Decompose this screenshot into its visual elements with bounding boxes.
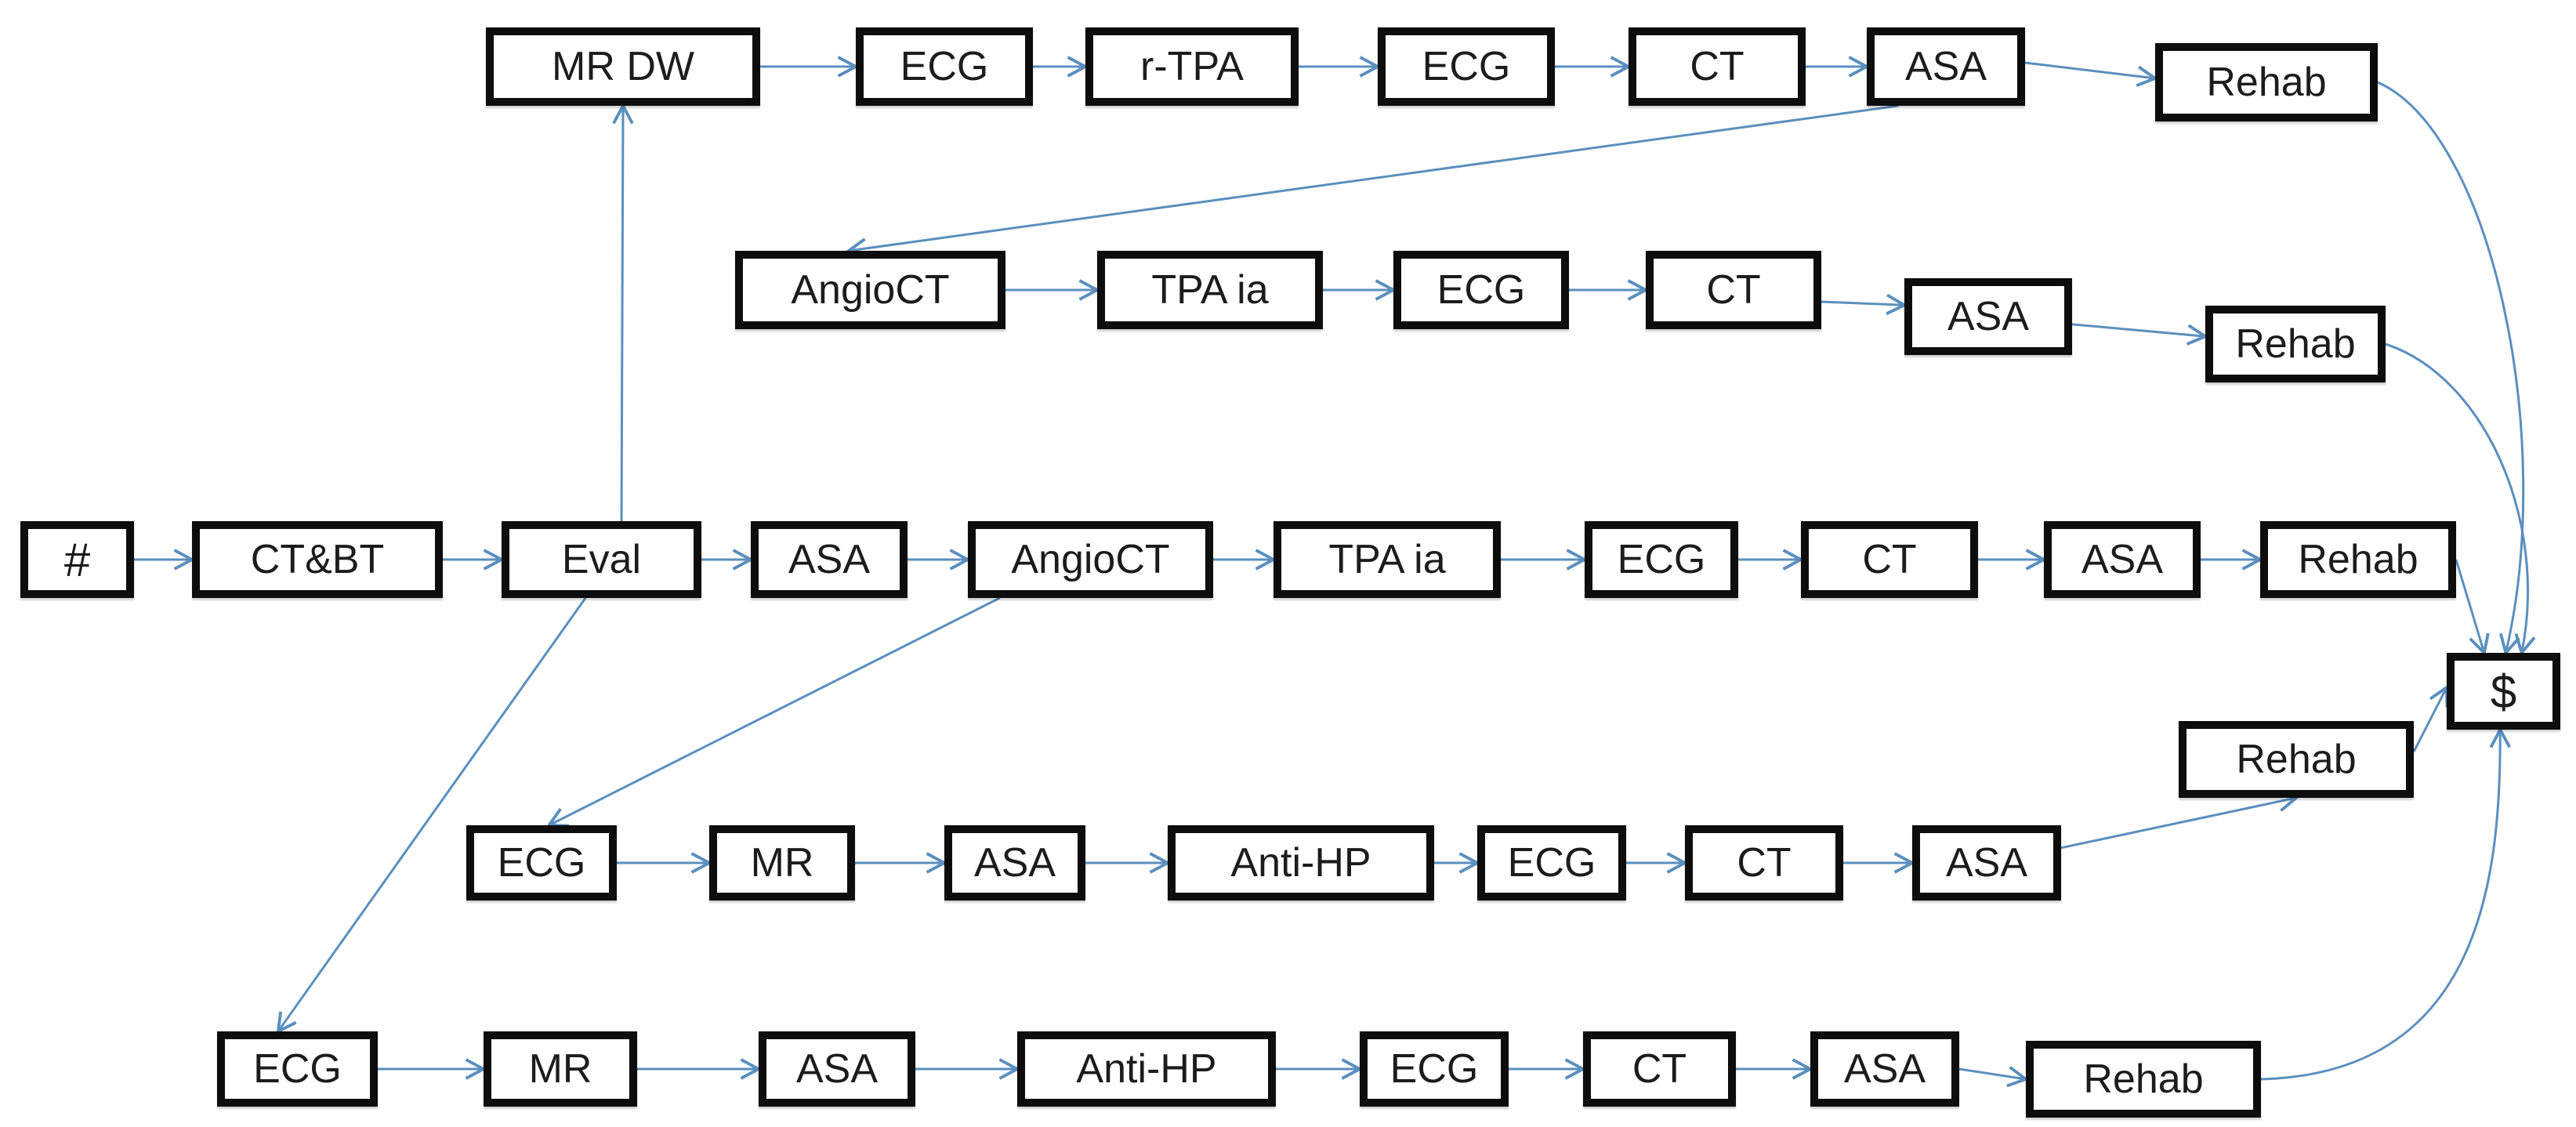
flow-node-ct4: CT (1685, 825, 1843, 901)
flow-node-antihp4: Anti-HP (1168, 825, 1434, 901)
flow-node-antihp5: Anti-HP (1017, 1031, 1276, 1107)
flow-node-rehab4: Rehab (2179, 721, 2414, 798)
flow-node-dollar: $ (2447, 653, 2560, 730)
flow-node-ct3: CT (1801, 521, 1978, 598)
flow-edge-asa5b-rehab5 (1958, 1066, 2030, 1088)
flow-node-ct2: CT (1646, 251, 1821, 329)
flow-node-ecg4: ECG (466, 825, 617, 901)
flow-node-asa5b: ASA (1810, 1031, 1959, 1107)
flow-node-asa1: ASA (1867, 27, 2025, 106)
flow-node-rehab3: Rehab (2260, 521, 2456, 598)
flow-edge-rehab2-dollar (2385, 342, 2536, 657)
flow-edge-rehab3-dollar (2455, 559, 2490, 656)
flow-node-hash: # (20, 521, 134, 598)
flow-edge-asa4b-rehab4 (2060, 791, 2300, 850)
flow-node-tpaia3: TPA ia (1274, 521, 1501, 598)
flow-edge-ct2-asa2 (1821, 293, 1908, 316)
flow-node-mr5: MR (484, 1031, 637, 1107)
flow-node-asa4b: ASA (1912, 825, 2061, 901)
flow-node-ecg5: ECG (217, 1031, 378, 1107)
flow-node-rehab5: Rehab (2026, 1041, 2261, 1118)
flow-node-ecg3: ECG (1585, 521, 1738, 598)
flow-node-asa5: ASA (759, 1031, 915, 1107)
flow-edge-asa1-angioct2 (845, 104, 1899, 259)
flow-node-ct5: CT (1583, 1031, 1736, 1107)
flow-edge-eval-ecg5 (276, 597, 587, 1035)
flow-edge-rehab4-dollar (2412, 684, 2449, 752)
flow-node-tpaia2: TPA ia (1097, 251, 1323, 329)
flow-edge-angioct3-ecg4 (545, 596, 1001, 828)
flow-node-ecg1b: ECG (1378, 27, 1555, 106)
flow-node-ct1: CT (1629, 27, 1806, 106)
flow-node-angioct3: AngioCT (968, 521, 1213, 598)
flow-node-rehab2: Rehab (2205, 306, 2386, 382)
flow-node-eval: Eval (502, 521, 701, 598)
flow-node-asa3b: ASA (2044, 521, 2201, 598)
flow-edge-asa2-rehab2 (2071, 323, 2209, 346)
flow-node-rehab1: Rehab (2155, 43, 2378, 121)
flow-node-ecg4b: ECG (1477, 825, 1626, 901)
flow-node-ctbt: CT&BT (192, 521, 443, 598)
flow-node-asa3a: ASA (751, 521, 908, 598)
flow-node-mrdw: MR DW (486, 27, 760, 106)
flow-node-asa4: ASA (944, 825, 1085, 901)
flow-node-ecg2: ECG (1393, 251, 1569, 329)
flow-node-asa2: ASA (1904, 278, 2072, 355)
flow-edge-eval-mrdw (612, 102, 634, 522)
flow-edge-asa1-rehab1 (2024, 61, 2159, 88)
flow-node-angioct2: AngioCT (735, 251, 1005, 329)
flow-node-mr4: MR (709, 825, 855, 901)
flow-node-rtpa: r-TPA (1085, 27, 1299, 106)
flow-node-ecg1: ECG (856, 27, 1033, 106)
flow-node-ecg5b: ECG (1360, 1031, 1509, 1107)
